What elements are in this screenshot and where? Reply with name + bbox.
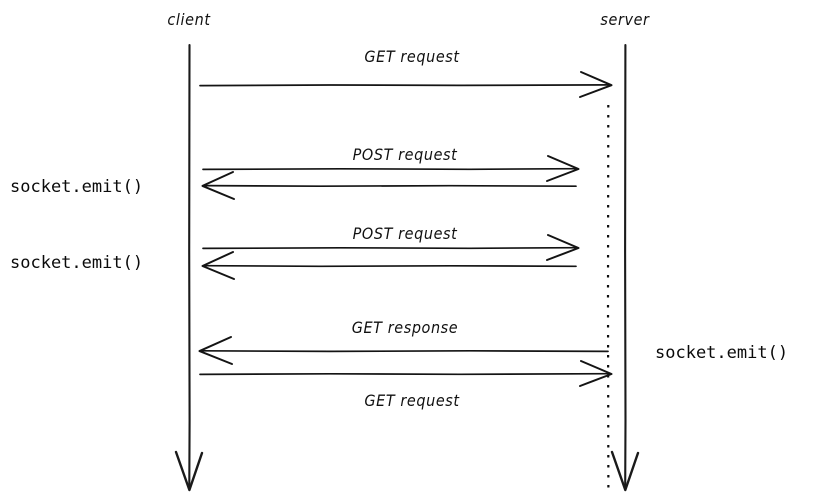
message-label-get-request-1: GET request (364, 47, 460, 66)
annotation-socket-emit-left-2: socket.emit() (10, 253, 143, 273)
message-get-request-1: GET request (199, 47, 613, 98)
message-get-request-2: GET request (199, 360, 613, 410)
participant-label-server: server (600, 10, 650, 29)
lifeline-server (610, 43, 640, 492)
message-post-request-2: POST request (201, 224, 580, 280)
lifeline-client (174, 43, 204, 492)
annotation-socket-emit-left-1: socket.emit() (10, 177, 143, 197)
message-get-response: GET response (198, 318, 609, 365)
message-label-get-response: GET response (352, 318, 459, 337)
annotation-socket-emit-right-1: socket.emit() (655, 343, 788, 363)
message-label-post-request-1: POST request (353, 145, 459, 164)
participant-label-client: client (167, 10, 211, 29)
message-post-request-1: POST request (201, 145, 580, 200)
message-label-post-request-2: POST request (353, 224, 459, 243)
message-label-get-request-2: GET request (364, 391, 460, 410)
